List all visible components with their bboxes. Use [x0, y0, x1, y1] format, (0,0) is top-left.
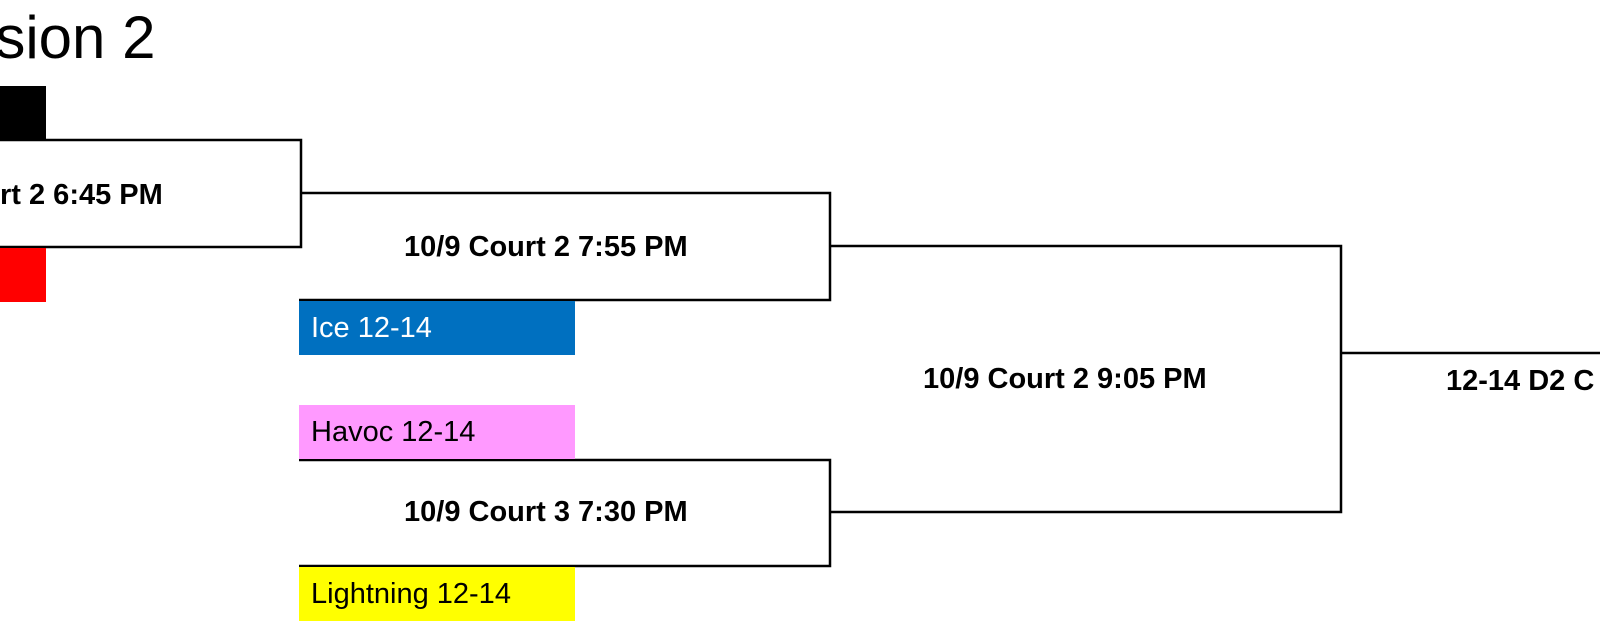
game-round1-label: rt 2 6:45 PM [0, 179, 163, 211]
team-swatch-top [0, 86, 46, 140]
team-havoc-label: Havoc 12-14 [311, 416, 476, 448]
team-swatch-bottom [0, 248, 46, 302]
semi-bracket [830, 244, 1343, 514]
page-title: vision 2 [0, 4, 156, 71]
team-lightning-label: Lightning 12-14 [311, 578, 511, 610]
game-final-label: 12-14 D2 C [1446, 365, 1595, 397]
team-havoc: Havoc 12-14 [299, 405, 575, 459]
game-semi-label: 10/9 Court 2 9:05 PM [923, 363, 1207, 395]
team-ice: Ice 12-14 [299, 301, 575, 355]
game-round2-bottom-label: 10/9 Court 3 7:30 PM [404, 496, 688, 528]
game-round2-top-label: 10/9 Court 2 7:55 PM [404, 231, 688, 263]
team-ice-label: Ice 12-14 [311, 312, 432, 344]
team-lightning: Lightning 12-14 [299, 567, 575, 621]
